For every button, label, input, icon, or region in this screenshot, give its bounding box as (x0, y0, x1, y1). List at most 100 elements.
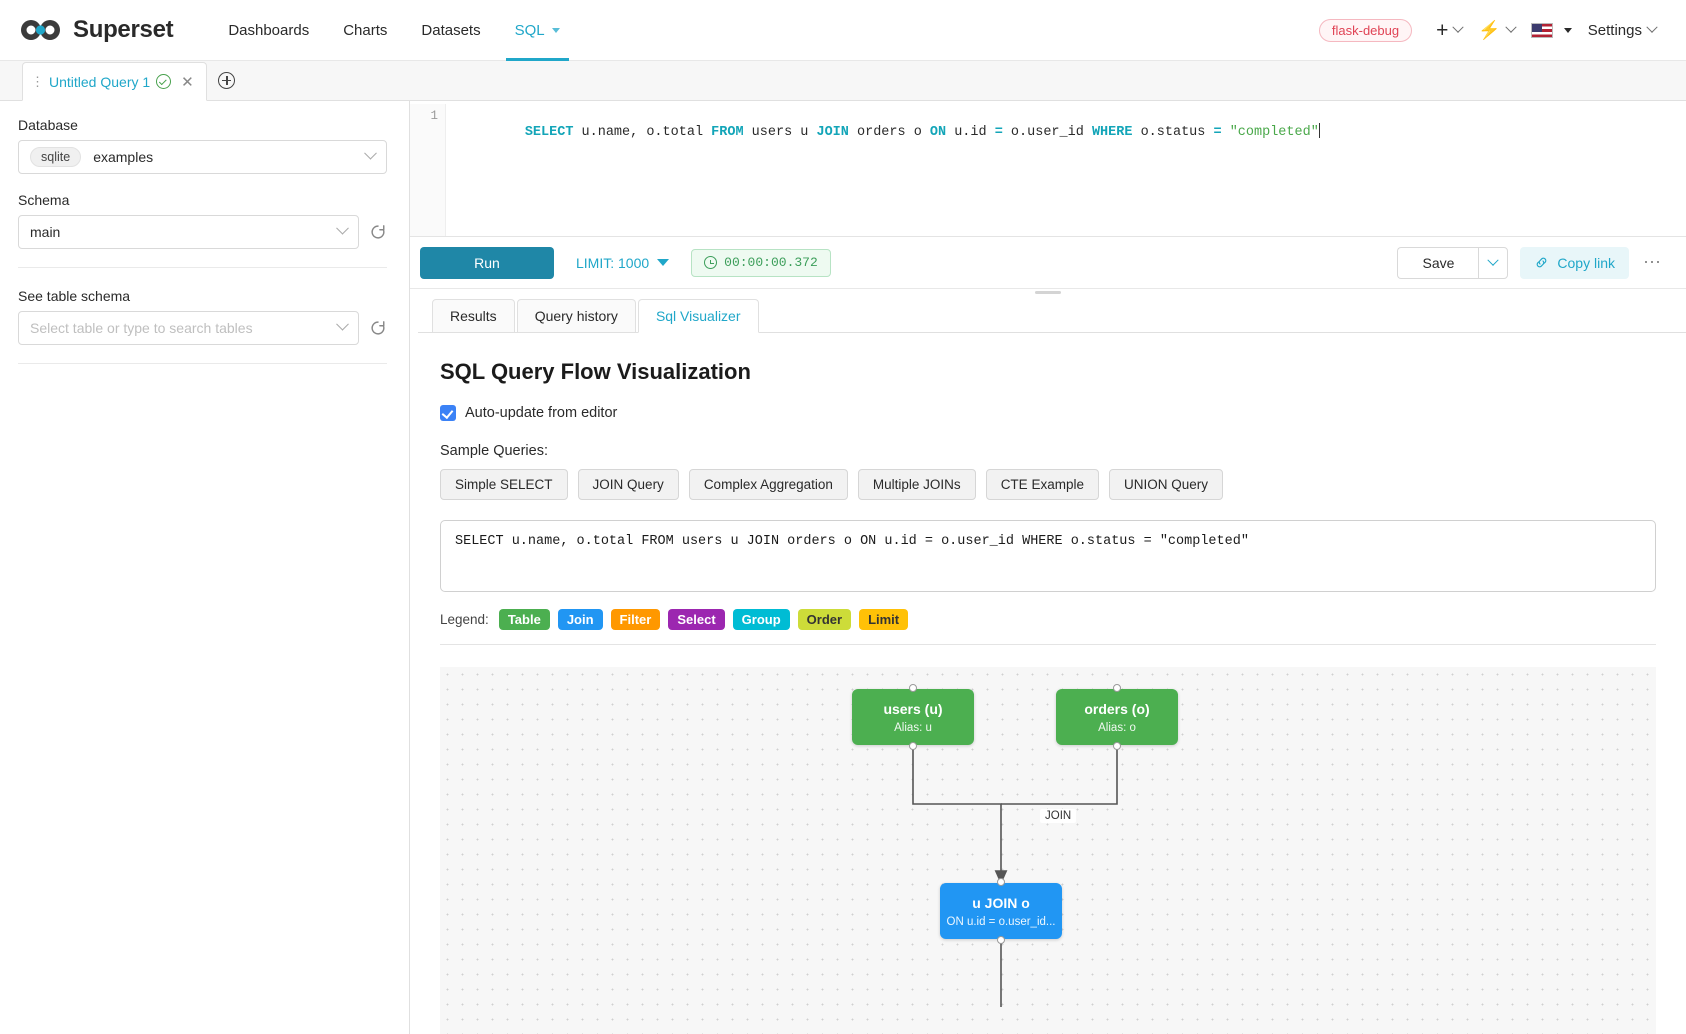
schema-select-value: main (30, 224, 61, 240)
add-query-tab-button[interactable] (207, 61, 247, 100)
schema-label: Schema (18, 192, 70, 208)
node-handle-top[interactable] (909, 684, 917, 692)
node-handle-top[interactable] (1113, 684, 1121, 692)
panel-resize-handle[interactable] (1035, 291, 1061, 294)
check-circle-icon (156, 74, 172, 89)
query-flow-canvas[interactable]: users (u)Alias: u orders (o) Alias: o u JOI… (440, 667, 1656, 1034)
toolbar-right-actions: Save Copy link ⋯ (1397, 246, 1664, 279)
auto-update-checkbox[interactable] (440, 405, 456, 421)
tab-sql-visualizer[interactable]: Sql Visualizer (637, 299, 759, 333)
right-panel: 1 SELECT u.name, o.total FROM users u JO… (410, 101, 1686, 1034)
chevron-down-icon (1646, 21, 1658, 33)
nav-link-dashboards[interactable]: Dashboards (211, 0, 326, 61)
legend-badge-filter: Filter (610, 609, 661, 630)
auto-update-label: Auto-update from editor (465, 405, 618, 421)
nav-link-datasets[interactable]: Datasets (404, 0, 497, 61)
flow-node-subtitle: ON u.id = o.user_id... (946, 916, 1056, 929)
editor-code-area[interactable]: SELECT u.name, o.total FROM users u JOIN… (446, 104, 1686, 236)
flask-debug-badge: flask-debug (1318, 18, 1413, 42)
legend-badge-select: Select (668, 609, 725, 630)
query-timer: 00:00:00.372 (691, 248, 831, 277)
nav-link-dashboards-label: Dashboards (228, 21, 310, 39)
sample-query-button-2[interactable]: Complex Aggregation (688, 469, 848, 500)
left-panel: Database sqlite examples Schema main See… (0, 101, 410, 1034)
sql-editor[interactable]: 1 SELECT u.name, o.total FROM users u JO… (410, 101, 1686, 237)
left-panel-divider (18, 267, 387, 268)
save-dropdown-button[interactable] (1478, 246, 1509, 279)
flow-node-subtitle: Alias: o (1098, 722, 1136, 735)
settings-label: Settings (1587, 21, 1642, 39)
nav-link-charts-label: Charts (343, 21, 388, 39)
drag-grip-icon[interactable]: ⋮ (31, 73, 44, 89)
see-table-schema-label: See table schema (18, 288, 131, 304)
tab-results-label: Results (450, 308, 497, 324)
nav-right-actions: flask-debug + ⚡ Settings (1318, 16, 1662, 45)
caret-down-icon (1563, 27, 1572, 33)
chevron-down-icon (551, 27, 560, 33)
limit-selector[interactable]: LIMIT: 1000 (576, 255, 670, 271)
sample-queries-row: Simple SELECT JOIN Query Complex Aggregati… (440, 469, 1656, 500)
sql-visualizer-pane: SQL Query Flow Visualization Auto-update… (410, 333, 1686, 1034)
node-handle-bottom[interactable] (1113, 742, 1121, 750)
query-tab-label: Untitled Query 1 (49, 73, 151, 90)
new-item-button[interactable]: + (1430, 16, 1468, 45)
tab-query-history[interactable]: Query history (516, 299, 636, 333)
sample-query-button-5[interactable]: UNION Query (1108, 469, 1223, 500)
flow-edge-label-join: JOIN (1040, 809, 1077, 823)
schema-field-row: main (18, 215, 387, 249)
close-icon[interactable]: ✕ (181, 73, 194, 91)
nav-link-sql[interactable]: SQL (498, 0, 577, 61)
chevron-down-icon (336, 221, 349, 235)
copy-link-button[interactable]: Copy link (1520, 246, 1629, 279)
database-field-row: sqlite examples (18, 140, 387, 174)
table-schema-select[interactable]: Select table or type to search tables (18, 311, 359, 345)
language-selector[interactable] (1525, 19, 1578, 42)
lightning-bolt-icon: ⚡ (1478, 20, 1501, 40)
chevron-down-icon (336, 317, 349, 331)
node-handle-bottom[interactable] (909, 742, 917, 750)
sample-query-button-0[interactable]: Simple SELECT (440, 469, 568, 500)
settings-menu[interactable]: Settings (1582, 18, 1662, 43)
auto-update-row: Auto-update from editor (440, 405, 1656, 421)
editor-sql-text: SELECT u.name, o.total FROM users u JOIN… (524, 125, 1319, 140)
refresh-icon[interactable] (369, 319, 387, 337)
add-tab-icon (218, 72, 236, 89)
query-tab-bar: ⋮ Untitled Query 1 ✕ (0, 61, 1686, 101)
sample-query-button-4[interactable]: CTE Example (985, 469, 1099, 500)
database-select[interactable]: sqlite examples (18, 140, 387, 174)
schema-select[interactable]: main (18, 215, 359, 249)
node-handle-top[interactable] (997, 878, 1005, 886)
flow-node-users[interactable]: users (u)Alias: u (852, 684, 974, 750)
chevron-down-icon (1487, 254, 1500, 266)
tab-results[interactable]: Results (432, 299, 515, 333)
link-icon (1537, 257, 1547, 268)
flow-node-subtitle: Alias: u (894, 722, 932, 735)
flow-node-title: orders (o) (1084, 700, 1150, 717)
legend-badge-join: Join (557, 609, 603, 630)
brand[interactable]: Superset (18, 16, 174, 44)
database-label: Database (18, 117, 78, 133)
ellipsis-icon[interactable]: ⋯ (1643, 252, 1662, 272)
table-schema-placeholder: Select table or type to search tables (30, 320, 253, 336)
left-panel-divider-2 (18, 363, 387, 364)
sample-query-button-1[interactable]: JOIN Query (577, 469, 679, 500)
bolt-menu-button[interactable]: ⚡ (1472, 17, 1520, 43)
query-input-textarea[interactable] (440, 520, 1656, 592)
clock-icon (704, 256, 718, 269)
sample-query-button-3[interactable]: Multiple JOINs (857, 469, 976, 500)
tab-sql-visualizer-label: Sql Visualizer (655, 308, 741, 324)
node-handle-bottom[interactable] (997, 936, 1005, 944)
save-button[interactable]: Save (1397, 246, 1479, 279)
nav-link-charts[interactable]: Charts (326, 0, 404, 61)
legend-badge-order: Order (797, 609, 852, 630)
flow-node-orders[interactable]: orders (o) Alias: o (1056, 684, 1178, 750)
chevron-down-icon (364, 146, 377, 160)
database-engine-chip: sqlite (30, 147, 82, 167)
refresh-icon[interactable] (369, 223, 387, 241)
query-tab-untitled-query-1[interactable]: ⋮ Untitled Query 1 ✕ (22, 62, 207, 101)
run-button[interactable]: Run (420, 246, 554, 279)
main-nav-links: Dashboards Charts Datasets SQL (211, 0, 576, 61)
top-navigation-bar: Superset Dashboards Charts Datasets SQL … (0, 0, 1686, 61)
